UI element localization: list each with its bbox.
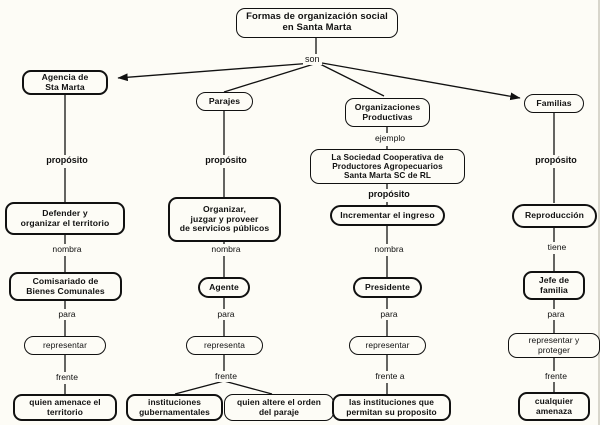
- node-agencia-line1: Agencia de: [41, 71, 89, 82]
- node-organizaciones-purpose-line1: Incrementar el ingreso: [340, 209, 435, 220]
- node-organizaciones-example-line1: La Sociedad Cooperativa de: [331, 152, 444, 162]
- node-familias-role-text: Jefe de familia: [531, 274, 577, 295]
- node-agencia-target-1[interactable]: quien amenace el territorio: [13, 394, 117, 421]
- link-label-organizaciones-ejemplo: ejemplo: [366, 133, 414, 144]
- node-organizaciones-target-1[interactable]: las instituciones que permitan su propos…: [332, 394, 451, 421]
- node-agencia-purpose[interactable]: Defender y organizar el territorio: [5, 202, 125, 235]
- link-label-familias-proposito: propósito: [522, 155, 590, 166]
- node-familias-line1: Familias: [536, 97, 572, 108]
- node-parajes-role-line1: Agente: [209, 281, 239, 292]
- node-familias-target-1-line1: cualquier: [534, 396, 574, 407]
- link-label-parajes-nombra: nombra: [197, 244, 255, 255]
- node-organizaciones-action-label: representar: [365, 339, 410, 350]
- link-label-organizaciones-para: para: [370, 309, 408, 320]
- link-label-agencia-nombra: nombra: [38, 244, 96, 255]
- node-familias-role-line1: Jefe de: [538, 274, 570, 285]
- node-organizaciones-line1: Organizaciones: [354, 101, 421, 112]
- node-agencia-role[interactable]: Comisariado de Bienes Comunales: [9, 272, 122, 301]
- node-familias-purpose-line1: Reproducción: [525, 210, 584, 221]
- link-label-organizaciones-proposito: propósito: [355, 189, 423, 200]
- node-organizaciones-text: Organizaciones Productivas: [347, 101, 428, 122]
- node-parajes-target-2-line2: del paraje: [258, 406, 300, 417]
- node-organizaciones-purpose[interactable]: Incrementar el ingreso: [330, 205, 445, 226]
- node-agencia-target-1-text: quien amenace el territorio: [21, 397, 108, 417]
- node-parajes-purpose-line3: de servicios públicos: [179, 223, 270, 234]
- node-agencia-line2: Sta Marta: [45, 81, 85, 92]
- node-organizaciones-action[interactable]: representar: [349, 336, 426, 355]
- node-parajes-line1: Parajes: [208, 95, 241, 106]
- node-parajes-target-1[interactable]: instituciones gubernamentales: [126, 394, 223, 421]
- node-agencia-target-1-line1: quien amenace el: [29, 397, 101, 408]
- link-label-organizaciones-nombra: nombra: [360, 244, 418, 255]
- node-parajes-action-label: representa: [203, 339, 246, 350]
- node-agencia-purpose-text: Defender y organizar el territorio: [13, 207, 118, 228]
- node-agencia-role-line1: Comisariado de: [32, 275, 99, 286]
- link-label-agencia-frente: frente: [46, 372, 88, 383]
- node-familias-action-line1: representar y: [528, 335, 580, 346]
- link-label-familias-tiene: tiene: [536, 242, 578, 253]
- link-label-parajes-frente: frente: [205, 371, 247, 382]
- node-organizaciones-role-line1: Presidente: [365, 281, 410, 292]
- link-label-familias-frente: frente: [535, 371, 577, 382]
- node-familias-target-1-text: cualquier amenaza: [527, 396, 581, 416]
- node-parajes-target-1-line2: gubernamentales: [139, 406, 210, 417]
- node-familias-action-text: representar y proteger: [521, 335, 588, 355]
- node-root-line2: en Santa Marta: [282, 22, 352, 33]
- node-familias-target-1[interactable]: cualquier amenaza: [518, 392, 590, 421]
- node-agencia-target-1-line2: territorio: [47, 406, 83, 417]
- node-agencia-role-line2: Bienes Comunales: [26, 285, 105, 296]
- node-organizaciones-target-1-text: las instituciones que permitan su propos…: [338, 397, 445, 417]
- node-parajes-purpose-line2: juzgar y proveer: [190, 213, 259, 224]
- node-parajes-purpose[interactable]: Organizar, juzgar y proveer de servicios…: [168, 197, 281, 242]
- node-root[interactable]: Formas de organización social en Santa M…: [236, 8, 398, 38]
- node-parajes-target-2-text: quien altere el orden del paraje: [229, 397, 329, 417]
- node-agencia-action-label: representar: [43, 339, 87, 350]
- node-familias-target-1-line2: amenaza: [535, 405, 573, 416]
- node-organizaciones-concept[interactable]: Organizaciones Productivas: [345, 98, 430, 127]
- node-parajes-purpose-text: Organizar, juzgar y proveer de servicios…: [172, 204, 278, 234]
- link-label-organizaciones-frente: frente a: [364, 371, 416, 382]
- node-organizaciones-target-1-line2: permitan su proposito: [346, 406, 437, 417]
- node-parajes-concept[interactable]: Parajes: [196, 92, 253, 111]
- node-agencia-text: Agencia de Sta Marta: [34, 71, 97, 92]
- node-organizaciones-example-line3: Santa Marta SC de RL: [343, 171, 432, 181]
- node-organizaciones-example-line2: Productores Agropecuarios: [332, 161, 443, 171]
- link-label-familias-para: para: [537, 309, 575, 320]
- node-agencia-action[interactable]: representar: [24, 336, 106, 355]
- node-familias-role-line2: familia: [540, 284, 568, 295]
- node-parajes-target-2[interactable]: quien altere el orden del paraje: [224, 394, 334, 421]
- node-familias-concept[interactable]: Familias: [524, 94, 584, 113]
- link-label-parajes-proposito: propósito: [192, 155, 260, 166]
- node-parajes-purpose-line1: Organizar,: [202, 204, 246, 215]
- node-parajes-target-2-line1: quien altere el orden: [236, 397, 321, 408]
- node-agencia-purpose-line2: organizar el territorio: [20, 217, 110, 228]
- node-root-line1: Formas de organización social: [246, 11, 388, 23]
- node-familias-role[interactable]: Jefe de familia: [523, 271, 585, 300]
- node-parajes-target-1-text: instituciones gubernamentales: [131, 397, 218, 417]
- node-organizaciones-example-text: La Sociedad Cooperativa de Productores A…: [323, 153, 451, 181]
- node-parajes-role[interactable]: Agente: [198, 277, 250, 298]
- node-organizaciones-target-1-line1: las instituciones que: [349, 397, 434, 408]
- node-familias-purpose[interactable]: Reproducción: [512, 204, 597, 228]
- node-agencia-purpose-line1: Defender y: [42, 207, 88, 218]
- link-label-agencia-para: para: [48, 309, 86, 320]
- node-familias-action[interactable]: representar y proteger: [508, 333, 600, 358]
- node-organizaciones-role[interactable]: Presidente: [353, 277, 422, 298]
- node-organizaciones-example[interactable]: La Sociedad Cooperativa de Productores A…: [310, 149, 465, 184]
- link-label-son: son: [303, 54, 322, 65]
- node-familias-action-line2: proteger: [538, 344, 570, 355]
- link-label-agencia-proposito: propósito: [33, 155, 101, 166]
- node-parajes-target-1-line1: instituciones: [148, 397, 201, 408]
- node-organizaciones-line2: Productivas: [362, 111, 413, 122]
- link-label-parajes-para: para: [207, 309, 245, 320]
- node-parajes-action[interactable]: representa: [186, 336, 263, 355]
- node-agencia-concept[interactable]: Agencia de Sta Marta: [22, 70, 108, 95]
- node-root-text: Formas de organización social en Santa M…: [238, 12, 396, 33]
- node-agencia-role-text: Comisariado de Bienes Comunales: [18, 275, 113, 296]
